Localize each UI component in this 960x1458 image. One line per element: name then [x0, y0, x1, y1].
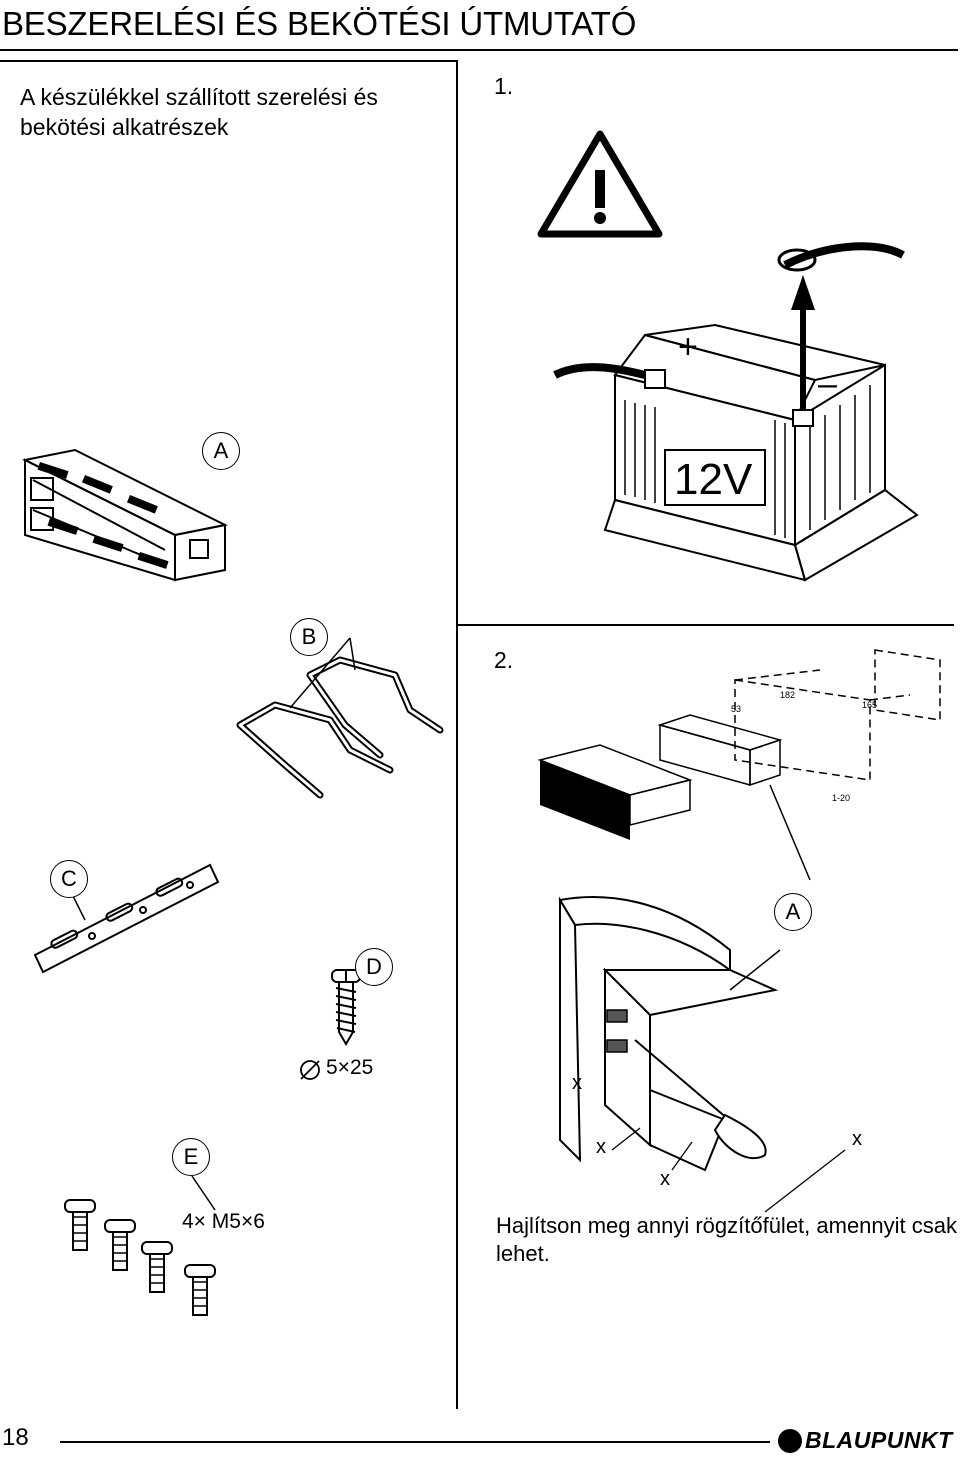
tab-mark-1: x	[572, 1072, 582, 1094]
tab-mark-leaders	[611, 1127, 846, 1213]
step-2-sleeve-callout: A	[774, 893, 812, 931]
part-c-label: C	[50, 860, 88, 898]
part-a-label: A	[202, 432, 240, 470]
machine-screws-illustration	[64, 1199, 216, 1316]
step-2-number: 2.	[494, 647, 514, 673]
callout-line-e	[191, 1175, 216, 1211]
page-number: 18	[2, 1424, 29, 1451]
tab-bending-illustration	[558, 896, 781, 1172]
battery-minus-sign: –	[818, 365, 837, 403]
dimension-182: 182	[780, 690, 796, 700]
brand-dot-icon	[778, 1428, 802, 1453]
battery-illustration	[553, 242, 919, 582]
step-1-number: 1.	[494, 73, 514, 99]
part-d-label: D	[355, 948, 393, 986]
parts-heading: A készülékkel szállított szerelési és be…	[20, 84, 378, 140]
battery-plus-sign: +	[678, 328, 698, 366]
tab-mark-4: x	[852, 1128, 862, 1150]
parts-column-frame	[0, 60, 458, 1409]
brand-name: BLAUPUNKT	[805, 1427, 953, 1453]
tab-mark-2: x	[596, 1136, 606, 1158]
page-title: BESZERELÉSI ÉS BEKÖTÉSI ÚTMUTATÓ	[2, 5, 637, 42]
screw-d-illustration	[331, 969, 361, 1046]
footer-divider	[60, 1441, 770, 1443]
part-e-spec: 4× M5×6	[182, 1210, 265, 1233]
mounting-sleeve-illustration	[21, 448, 229, 582]
diameter-icon	[300, 1060, 320, 1080]
dimension-53: 53	[731, 704, 742, 714]
part-b-label: B	[290, 618, 328, 656]
part-d-spec: 5×25	[326, 1056, 374, 1079]
step-divider	[458, 624, 954, 626]
release-keys-illustration	[236, 637, 444, 799]
title-divider	[0, 49, 958, 51]
battery-voltage-label: 12V	[674, 455, 753, 504]
dimension-165: 165	[862, 700, 878, 710]
mounting-strap-illustration	[33, 863, 220, 974]
warning-triangle-icon	[537, 130, 663, 238]
radio-installation-illustration	[537, 649, 941, 881]
dimension-1-20: 1-20	[832, 793, 851, 803]
part-e-label: E	[172, 1138, 210, 1176]
brand-logo: BLAUPUNKT	[778, 1427, 953, 1454]
step-2-caption: Hajlítson meg annyi rögzítőfület, amenny…	[496, 1213, 958, 1266]
tab-mark-3: x	[660, 1168, 670, 1190]
